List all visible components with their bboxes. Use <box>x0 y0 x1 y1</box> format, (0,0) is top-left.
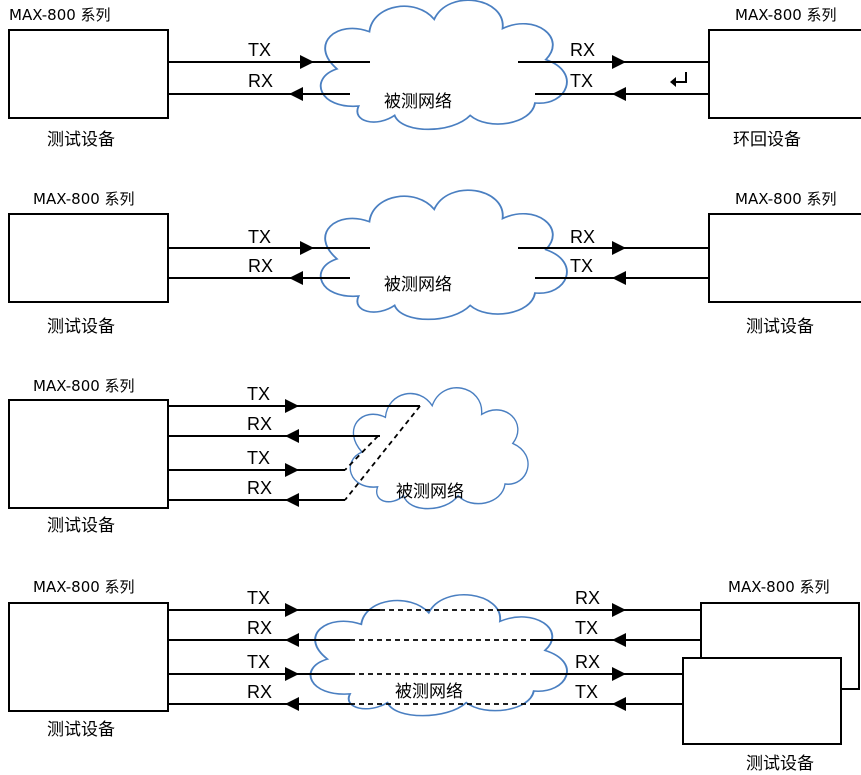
tx-arrow-2 <box>285 667 299 681</box>
tx-arrow <box>300 55 314 69</box>
tx-arrow-right <box>612 87 626 101</box>
tx-label-right: TX <box>570 256 593 276</box>
tx-label-1: TX <box>247 588 270 608</box>
network-label: 被测网络 <box>395 682 463 702</box>
diagram-end-to-end: MAX-800 系列 测试设备 MAX-800 系列 测试设备 被测网络 TX … <box>8 189 861 337</box>
rx-arrow <box>289 271 303 285</box>
device-label: 测试设备 <box>47 720 115 740</box>
tx-label: TX <box>248 227 271 247</box>
diagram-loopback: MAX-800 系列 测试设备 MAX-800 系列 环回设备 被测网络 TX … <box>8 0 861 150</box>
tx-label-2: TX <box>247 448 270 468</box>
rx-label-1: RX <box>247 618 272 638</box>
loop-path-outer <box>344 405 421 501</box>
device-label-right: 环回设备 <box>733 130 801 150</box>
loopback-device-box <box>708 29 861 119</box>
rx-label-right: RX <box>570 40 595 60</box>
test-device-box-right <box>708 213 861 303</box>
device-label-right: 测试设备 <box>746 754 814 774</box>
network-cloud <box>319 189 568 321</box>
network-label: 被测网络 <box>384 92 452 112</box>
tx-label-1: TX <box>247 384 270 404</box>
tx-label-right-2: TX <box>575 682 598 702</box>
tx-arrow-right <box>612 271 626 285</box>
tx-arrow <box>300 241 314 255</box>
test-device-box <box>8 29 169 119</box>
diagram-multi-device: MAX-800 系列 测试设备 MAX-800 系列 测试设备 被测网络 TX … <box>8 578 860 774</box>
series-label-right: MAX-800 系列 <box>728 578 830 596</box>
test-device-box <box>8 399 169 509</box>
rx-arrow-right-1 <box>612 603 626 617</box>
series-label-right: MAX-800 系列 <box>735 190 837 208</box>
series-label-right: MAX-800 系列 <box>735 6 837 24</box>
device-label: 测试设备 <box>47 317 115 337</box>
network-label: 被测网络 <box>384 275 452 295</box>
network-label: 被测网络 <box>396 482 464 502</box>
rx-label-right-1: RX <box>575 588 600 608</box>
rx-arrow-right-2 <box>612 667 626 681</box>
diagram-dual-port: MAX-800 系列 测试设备 被测网络 TX RX TX RX <box>8 377 529 536</box>
tx-label: TX <box>248 40 271 60</box>
tx-arrow-1 <box>285 603 299 617</box>
test-device-box <box>8 602 169 712</box>
test-device-box-right-front <box>682 657 842 745</box>
rx-label: RX <box>248 256 273 276</box>
device-label: 测试设备 <box>47 516 115 536</box>
tx-label-right-1: TX <box>575 618 598 638</box>
rx-label-1: RX <box>247 414 272 434</box>
series-label: MAX-800 系列 <box>9 6 111 24</box>
tx-arrow-2 <box>285 463 299 477</box>
series-label: MAX-800 系列 <box>33 377 135 395</box>
tx-arrow-1 <box>285 399 299 413</box>
loopback-icon <box>670 72 687 87</box>
rx-arrow-2 <box>285 493 299 507</box>
tx-arrow-right-1 <box>612 633 626 647</box>
test-device-box <box>8 213 169 303</box>
device-label: 测试设备 <box>47 130 115 150</box>
rx-arrow-1 <box>285 633 299 647</box>
rx-label-2: RX <box>247 478 272 498</box>
rx-arrow-right <box>612 55 626 69</box>
rx-label-right: RX <box>570 227 595 247</box>
rx-label: RX <box>248 71 273 91</box>
tx-arrow-right-2 <box>612 697 626 711</box>
rx-label-2: RX <box>247 682 272 702</box>
device-label-right: 测试设备 <box>746 317 814 337</box>
rx-arrow-1 <box>285 429 299 443</box>
rx-arrow-2 <box>285 697 299 711</box>
series-label: MAX-800 系列 <box>33 190 135 208</box>
rx-arrow-right <box>612 241 626 255</box>
tx-label-2: TX <box>247 652 270 672</box>
series-label: MAX-800 系列 <box>33 578 135 596</box>
tx-label-right: TX <box>570 71 593 91</box>
rx-label-right-2: RX <box>575 652 600 672</box>
rx-arrow <box>289 87 303 101</box>
loop-path-inner <box>344 435 379 471</box>
